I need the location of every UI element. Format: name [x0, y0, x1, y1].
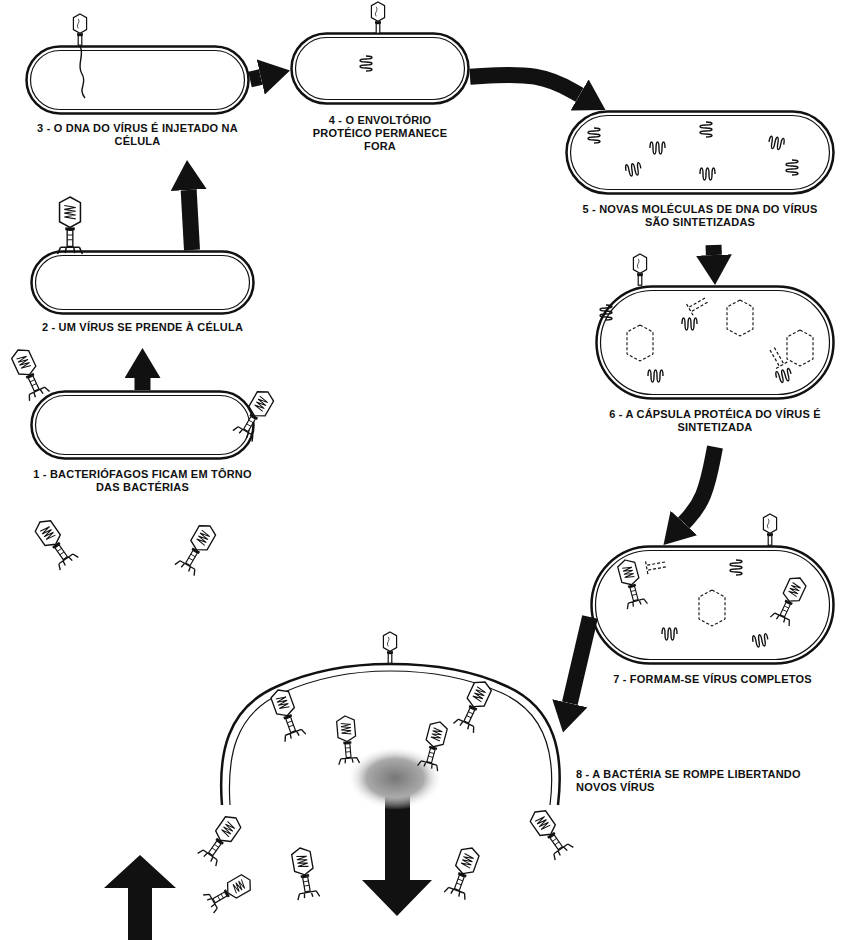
- bacterium-cell: 7 - FORMAM-SE VÍRUS COMPLETOS: [590, 545, 835, 705]
- process-arrow: [684, 447, 715, 523]
- cell-outline: [30, 390, 255, 460]
- cell-membrane: [31, 51, 245, 110]
- bacterium-cell: 5 - NOVAS MOLÉCULAS DE DNA DO VÍRUS SÃO …: [565, 110, 835, 245]
- process-arrow: [250, 77, 261, 79]
- edge-layer: [143, 75, 716, 703]
- viral-dna: [650, 142, 665, 154]
- bacterium-cell: 4 - O ENVOLTÓRIO PROTÉICO PERMANECE FORA: [290, 32, 470, 160]
- step-caption: 7 - FORMAM-SE VÍRUS COMPLETOS: [592, 673, 833, 686]
- released-phage: [444, 844, 482, 899]
- cell-outline: [30, 250, 255, 315]
- process-arrow: [706, 245, 722, 255]
- bacteriophage: [453, 677, 495, 733]
- bacteriophage: [31, 516, 78, 570]
- phage-coat: [383, 632, 396, 663]
- tail-outline: [767, 346, 788, 369]
- process-arrow: [570, 617, 590, 703]
- cell-wall: [592, 547, 834, 664]
- process-arrow: [470, 75, 580, 95]
- bacteriophage: [268, 686, 306, 741]
- viral-dna: [648, 370, 663, 382]
- viral-dna: [80, 46, 85, 98]
- entry-arrow: [104, 855, 176, 940]
- process-arrow: [135, 378, 151, 390]
- cell-outline: [590, 545, 835, 665]
- viral-dna: [768, 136, 785, 150]
- cell-outline: [290, 32, 470, 105]
- capsid-outline: [787, 330, 813, 366]
- viral-dna: [600, 305, 612, 320]
- step-caption: 8 - A BACTÉRIA SE ROMPE LIBERTANDO NOVOS…: [576, 768, 801, 794]
- viral-dna: [752, 633, 769, 647]
- step-caption: 1 - BACTERIÓFAGOS FICAM EM TÔRNO DAS BAC…: [30, 468, 255, 494]
- cell-outline: [595, 285, 835, 400]
- step-caption: 2 - UM VÍRUS SE PRENDE À CÉLULA: [30, 321, 255, 334]
- released-phage: [198, 812, 245, 866]
- bacterium-cell: 3 - O DNA DO VÍRUS É INJETADO NA CÉLULA: [25, 45, 250, 160]
- tail-outline: [646, 558, 667, 574]
- bacterium-cell: 6 - A CÁPSULA PROTÉICA DO VÍRUS É SINTET…: [595, 285, 835, 447]
- phage-coat: [73, 14, 86, 45]
- cell-membrane: [36, 396, 250, 455]
- released-phage: [526, 806, 573, 860]
- phage-coat: [763, 514, 776, 545]
- cell-membrane: [596, 551, 830, 660]
- process-arrow: [189, 190, 192, 250]
- cell-membrane: [571, 116, 830, 190]
- cell-membrane: [296, 38, 465, 100]
- viral-dna: [360, 56, 372, 71]
- step-caption: 4 - O ENVOLTÓRIO PROTÉICO PERMANECE FORA: [310, 114, 450, 154]
- released-phage: [203, 871, 255, 913]
- phage-coat: [371, 2, 384, 33]
- tail-outline: [687, 295, 710, 316]
- bacteriophage: [335, 715, 360, 765]
- bacteriophage: [615, 557, 648, 609]
- viral-dna: [588, 128, 600, 143]
- exit-arrow: [362, 792, 432, 916]
- cell-outline: [25, 45, 250, 115]
- cell-outline: [218, 660, 563, 805]
- capsid-outline: [699, 590, 725, 626]
- capsid-outline: [727, 300, 753, 336]
- cell-wall: [32, 392, 254, 459]
- bacteriophage: [418, 719, 451, 771]
- bacterium-cell: 8 - A BACTÉRIA SE ROMPE LIBERTANDO NOVOS…: [218, 660, 563, 805]
- released-phage: [289, 846, 320, 900]
- step-caption: 5 - NOVAS MOLÉCULAS DE DNA DO VÍRUS SÃO …: [575, 203, 825, 229]
- bacteriophage: [770, 574, 809, 626]
- viral-dna: [662, 628, 677, 640]
- viral-dna: [625, 162, 642, 176]
- viral-dna: [775, 368, 793, 383]
- phage-coat: [633, 254, 646, 285]
- bacteriophage: [8, 345, 50, 401]
- viral-dna: [730, 560, 742, 575]
- capsid-outline: [627, 325, 653, 361]
- cell-wall: [27, 47, 249, 114]
- step-caption: 3 - O DNA DO VÍRUS É INJETADO NA CÉLULA: [30, 122, 245, 148]
- burst-cell-wall: [221, 664, 560, 805]
- viral-dna: [700, 122, 712, 137]
- cell-outline: [565, 110, 835, 195]
- bacteriophage: [175, 520, 220, 575]
- cell-wall: [32, 252, 254, 314]
- cell-debris: [347, 746, 443, 810]
- cell-membrane: [601, 291, 830, 395]
- cell-membrane: [36, 256, 250, 310]
- viral-dna: [682, 318, 697, 330]
- attached-phage: [58, 197, 83, 254]
- viral-dna: [700, 168, 715, 180]
- cell-wall: [597, 287, 834, 399]
- bacterium-cell: 1 - BACTERIÓFAGOS FICAM EM TÔRNO DAS BAC…: [30, 390, 255, 515]
- viral-dna: [786, 160, 798, 175]
- burst-cell-membrane: [229, 671, 551, 805]
- cell-wall: [292, 34, 469, 104]
- step-caption: 6 - A CÁPSULA PROTÉICA DO VÍRUS É SINTET…: [600, 408, 830, 434]
- bacterium-cell: 2 - UM VÍRUS SE PRENDE À CÉLULA: [30, 250, 255, 348]
- bacteriophage: [233, 386, 278, 441]
- cell-wall: [567, 112, 834, 194]
